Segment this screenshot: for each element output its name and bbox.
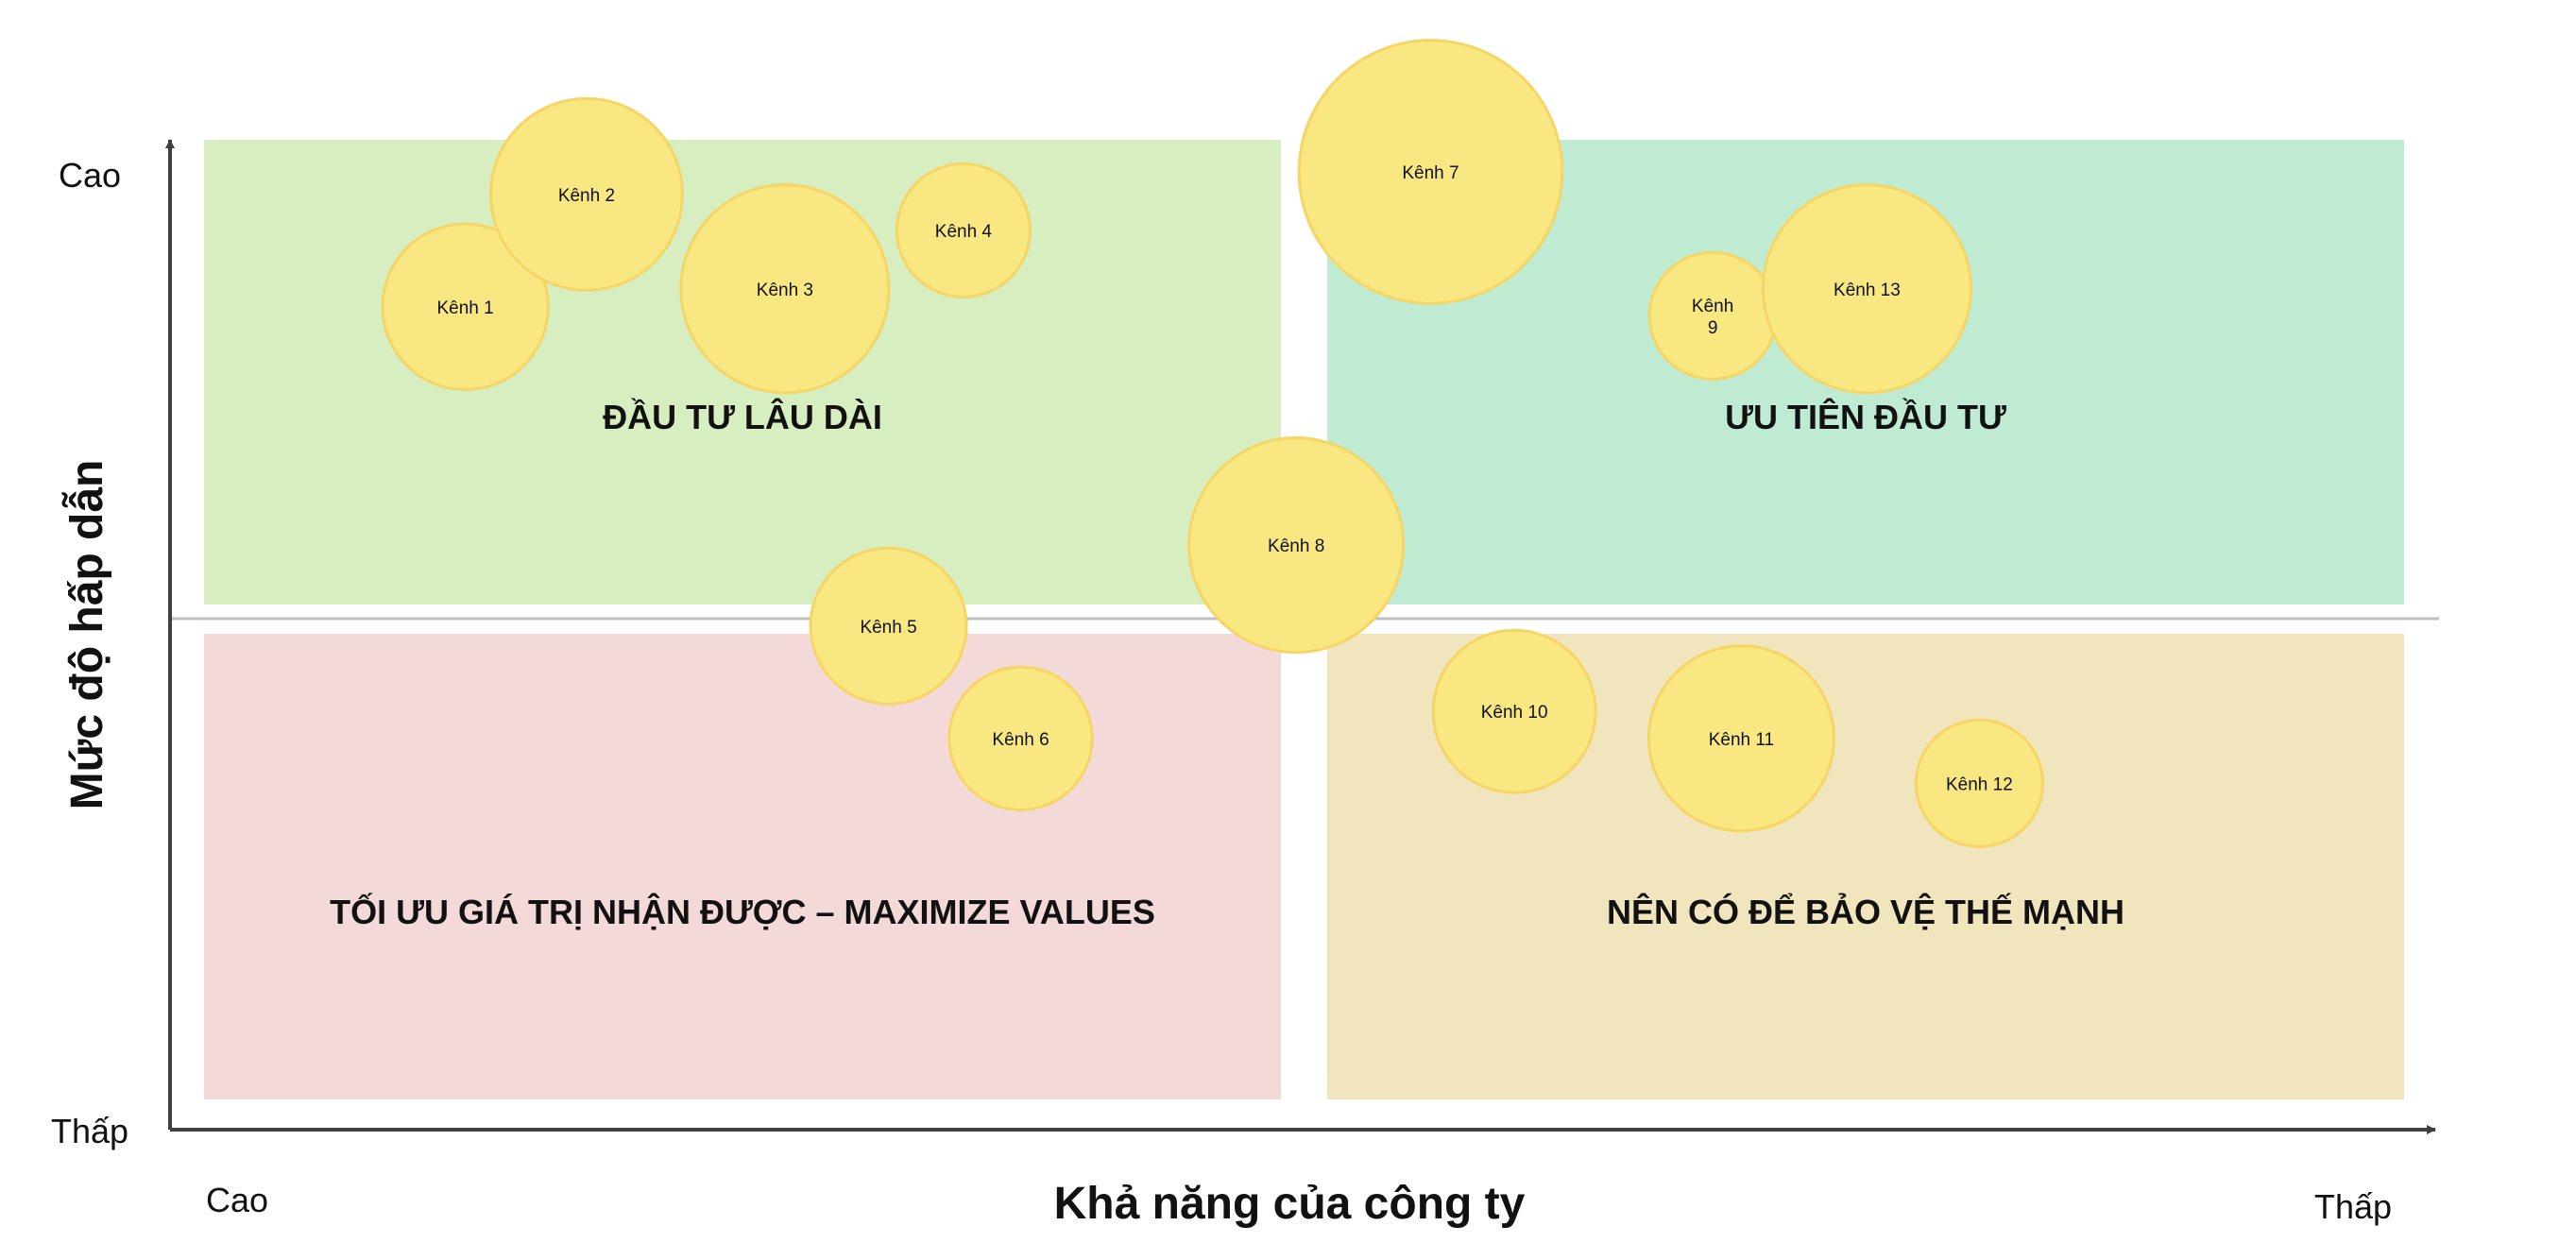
- bubble-circle: [895, 162, 1032, 298]
- bubble-circle: [947, 665, 1094, 811]
- bubble-circle: [1646, 644, 1835, 833]
- bubble-circle: [1761, 183, 1972, 395]
- bubble-label: Kênh 3: [757, 281, 813, 300]
- bubble-point: Kênh 9: [1647, 250, 1778, 381]
- x-axis-low-label: Thấp: [2314, 1187, 2392, 1226]
- bubble-label: Kênh 7: [1402, 163, 1459, 183]
- bubble-point: Kênh 8: [1187, 436, 1406, 655]
- bubble-point: Kênh 12: [1914, 718, 2044, 848]
- bubble-circle: [488, 96, 684, 292]
- bubble-label: Kênh 4: [935, 222, 993, 242]
- bubble-label: Kênh 2: [558, 186, 615, 206]
- axis-text-layer: Cao Thấp Cao Thấp Khả năng của công ty M…: [51, 156, 2392, 1229]
- bubble-point: Kênh 6: [947, 665, 1094, 811]
- bubble-label: Kênh 13: [1834, 281, 1901, 300]
- bubble-label: Kênh: [1692, 297, 1733, 316]
- bubble-point: Kênh 11: [1646, 644, 1835, 833]
- quadrant-label-bottom-left: TỐI ƯU GIÁ TRỊ NHẬN ĐƯỢC – MAXIMIZE VALU…: [330, 892, 1155, 931]
- quadrant-label-top-left: ĐẦU TƯ LÂU DÀI: [603, 397, 882, 436]
- bubble-point: Kênh 4: [895, 162, 1032, 298]
- quadrant-label-layer: ĐẦU TƯ LÂU DÀI ƯU TIÊN ĐẦU TƯ TỐI ƯU GIÁ T…: [330, 397, 2124, 931]
- bubble-point: Kênh 2: [488, 96, 684, 292]
- quadrant-label-top-right: ƯU TIÊN ĐẦU TƯ: [1725, 397, 2006, 436]
- quadrant-bottom-left: [204, 634, 1281, 1099]
- bubble-point: Kênh 7: [1297, 39, 1564, 305]
- bubble-label: Kênh 1: [437, 298, 494, 318]
- bubble-point: Kênh 3: [679, 183, 891, 395]
- x-axis-title: Khả năng của công ty: [1054, 1179, 1526, 1229]
- bubble-label: 9: [1708, 318, 1718, 338]
- bubble-circle: [809, 546, 968, 706]
- bubble-label: Kênh 11: [1709, 730, 1774, 750]
- bubble-circle: [1187, 436, 1406, 655]
- bubble-label: Kênh 8: [1268, 536, 1324, 556]
- bubble-label: Kênh 10: [1481, 703, 1548, 723]
- bubble-circle: [1431, 628, 1597, 794]
- bubble-circle: [679, 183, 891, 395]
- bubble-label: Kênh 6: [992, 730, 1049, 750]
- y-axis-low-label: Thấp: [51, 1112, 128, 1150]
- bubble-point: Kênh 13: [1761, 183, 1972, 395]
- bubble-circle: [381, 222, 550, 392]
- bubble-point: Kênh 1: [381, 222, 550, 392]
- bubble-layer: Kênh 1 Kênh 2 Kênh 3 Kênh 4 Kênh 5 Kênh 6 Kênh…: [381, 39, 2044, 848]
- bubble-label: Kênh 12: [1946, 775, 2013, 794]
- bubble-circle: [1914, 718, 2044, 848]
- y-axis-title: Mức độ hấp dẫn: [61, 460, 112, 810]
- bubble-circle: [1297, 39, 1564, 305]
- bubble-point: Kênh 10: [1431, 628, 1597, 794]
- bubble-label: Kênh 5: [860, 618, 916, 638]
- quadrant-label-bottom-right: NÊN CÓ ĐỂ BẢO VỆ THẾ MẠNH: [1607, 892, 2124, 931]
- bubble-point: Kênh 5: [809, 546, 968, 706]
- y-axis-high-label: Cao: [59, 156, 121, 195]
- x-axis-high-label: Cao: [206, 1181, 268, 1219]
